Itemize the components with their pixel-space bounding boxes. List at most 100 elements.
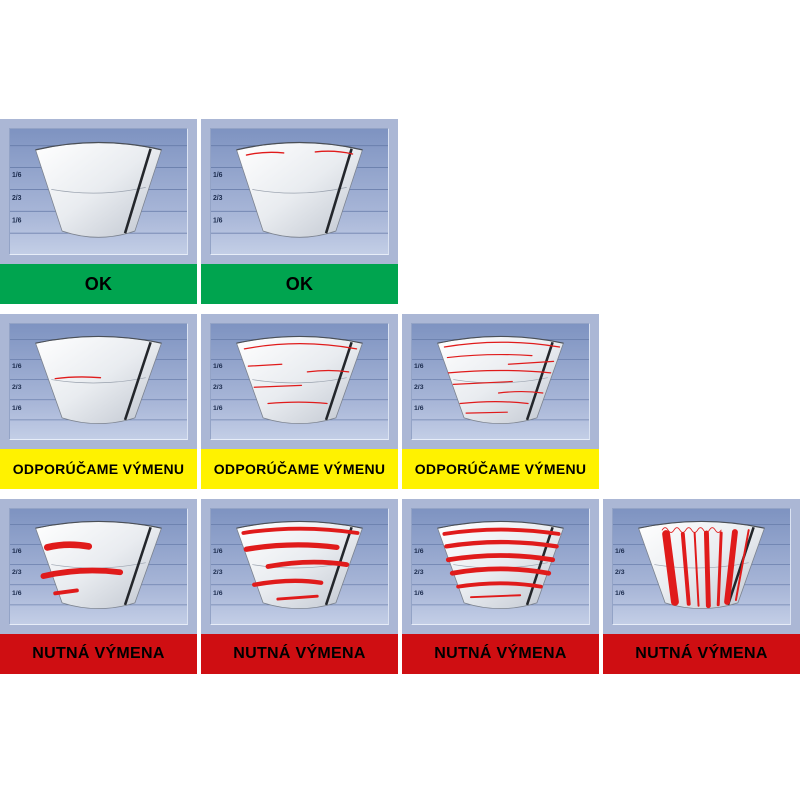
scale-label: 1/6 bbox=[414, 548, 424, 555]
windshield-screen: 1/6 2/3 1/6 bbox=[9, 508, 188, 625]
scale-label: 1/6 bbox=[213, 548, 223, 555]
scale-label: 1/6 bbox=[12, 590, 22, 597]
wiper-blade bbox=[324, 148, 353, 234]
windshield-screen: 1/6 2/3 1/6 bbox=[9, 128, 188, 255]
wiper-panel-ok-2: 1/6 2/3 1/6 OK bbox=[201, 119, 398, 304]
wear-streak bbox=[444, 539, 559, 549]
wear-streak bbox=[693, 532, 700, 607]
wiper-illustration: 1/6 2/3 1/6 bbox=[201, 314, 398, 449]
wear-streak bbox=[456, 581, 543, 589]
scale-label: 1/6 bbox=[12, 171, 22, 179]
wear-streak bbox=[446, 353, 533, 359]
wiper-sweep bbox=[236, 335, 363, 424]
scale-label: 1/6 bbox=[213, 405, 223, 412]
status-bar: NUTNÁ VÝMENA bbox=[603, 634, 800, 674]
wear-streak bbox=[465, 411, 508, 414]
scale-labels: 1/6 2/3 1/6 bbox=[213, 363, 223, 412]
wear-streak bbox=[447, 369, 552, 374]
wiper-blade bbox=[525, 341, 554, 421]
scale-labels: 1/6 2/3 1/6 bbox=[414, 548, 424, 597]
wear-streak bbox=[243, 343, 358, 350]
scale-label: 1/6 bbox=[12, 405, 22, 412]
scale-label: 1/6 bbox=[213, 171, 223, 179]
sweep-top-edge bbox=[236, 141, 363, 151]
wear-streak bbox=[703, 530, 711, 609]
wear-streak bbox=[314, 150, 354, 155]
scale-label: 2/3 bbox=[12, 194, 22, 202]
sweep-crease bbox=[654, 562, 749, 569]
scale-labels: 1/6 2/3 1/6 bbox=[213, 548, 223, 597]
wiper-blade bbox=[324, 341, 353, 421]
sweep-top-edge bbox=[638, 520, 765, 529]
scale-label: 1/6 bbox=[414, 405, 424, 412]
wiper-blade bbox=[726, 526, 755, 606]
wear-streak bbox=[267, 401, 328, 405]
windshield-screen: 1/6 2/3 1/6 bbox=[210, 508, 389, 625]
wear-streak bbox=[442, 527, 561, 536]
status-bar: OK bbox=[0, 264, 197, 304]
sweep-crease bbox=[252, 186, 347, 194]
panel-row-danger: 1/6 2/3 1/6 NUTNÁ VÝMENA bbox=[0, 499, 800, 674]
streaks-group bbox=[54, 376, 102, 380]
scale-label: 2/3 bbox=[213, 194, 223, 202]
wear-streak bbox=[40, 567, 124, 579]
scale-label: 2/3 bbox=[12, 384, 22, 391]
streaks-group bbox=[245, 150, 354, 156]
scale-labels: 1/6 2/3 1/6 bbox=[414, 363, 424, 412]
wiper-sweep bbox=[236, 141, 363, 238]
wear-streak bbox=[245, 151, 285, 156]
wiper-blade bbox=[123, 526, 152, 606]
wear-streak bbox=[680, 532, 691, 606]
scale-label: 1/6 bbox=[615, 590, 625, 597]
wiper-panel-warn-2: 1/6 2/3 1/6 ODPORÚČAME VÝMENU bbox=[201, 314, 398, 489]
wiper-sweep bbox=[35, 141, 162, 238]
wiper-illustration: 1/6 2/3 1/6 bbox=[402, 314, 599, 449]
streaks-group bbox=[241, 526, 360, 601]
scale-label: 2/3 bbox=[414, 569, 424, 576]
wear-streak bbox=[276, 594, 319, 601]
wiper-illustration: 1/6 2/3 1/6 bbox=[201, 499, 398, 634]
scale-label: 1/6 bbox=[213, 363, 223, 370]
wear-streak bbox=[661, 527, 722, 533]
scale-label: 2/3 bbox=[213, 569, 223, 576]
wiper-blade bbox=[324, 526, 353, 606]
windshield-screen: 1/6 2/3 1/6 bbox=[411, 323, 590, 440]
wear-streak bbox=[306, 369, 350, 373]
sweep-crease bbox=[252, 377, 347, 384]
sweep-crease bbox=[453, 377, 548, 384]
scale-labels: 1/6 2/3 1/6 bbox=[213, 171, 223, 225]
panel-row-ok: 1/6 2/3 1/6 OK bbox=[0, 119, 800, 304]
wear-chart-board: 1/6 2/3 1/6 OK bbox=[0, 119, 800, 674]
wear-streak bbox=[445, 553, 556, 563]
scale-label: 2/3 bbox=[213, 384, 223, 391]
wear-streak bbox=[53, 588, 79, 596]
wiper-blade bbox=[123, 341, 152, 421]
status-bar: ODPORÚČAME VÝMENU bbox=[0, 449, 197, 489]
wear-streak bbox=[265, 559, 350, 569]
wear-streak bbox=[252, 578, 324, 587]
sweep-top-edge bbox=[437, 520, 564, 529]
sweep-top-edge bbox=[35, 141, 162, 151]
wiper-illustration: 1/6 2/3 1/6 bbox=[201, 119, 398, 264]
streaks-group bbox=[661, 527, 750, 609]
wear-streak bbox=[54, 376, 102, 380]
scale-label: 2/3 bbox=[12, 569, 22, 576]
status-bar: ODPORÚČAME VÝMENU bbox=[402, 449, 599, 489]
streaks-group bbox=[243, 343, 358, 405]
wear-streak bbox=[449, 566, 552, 576]
scale-label: 1/6 bbox=[414, 363, 424, 370]
status-bar: NUTNÁ VÝMENA bbox=[402, 634, 599, 674]
wear-streak bbox=[452, 380, 513, 385]
streaks-group bbox=[443, 341, 561, 414]
wiper-panel-danger-3: 1/6 2/3 1/6 NUTNÁ VÝMENA bbox=[402, 499, 599, 674]
wiper-panel-ok-1: 1/6 2/3 1/6 OK bbox=[0, 119, 197, 304]
wear-streak bbox=[253, 384, 303, 388]
wear-streak bbox=[443, 341, 561, 348]
wear-streak bbox=[507, 360, 555, 365]
wiper-sweep bbox=[236, 520, 363, 609]
scale-label: 2/3 bbox=[615, 569, 625, 576]
wear-streak bbox=[459, 401, 529, 405]
wiper-blade bbox=[123, 148, 152, 234]
wiper-illustration: 1/6 2/3 1/6 bbox=[0, 499, 197, 634]
wiper-illustration: 1/6 2/3 1/6 bbox=[603, 499, 800, 634]
